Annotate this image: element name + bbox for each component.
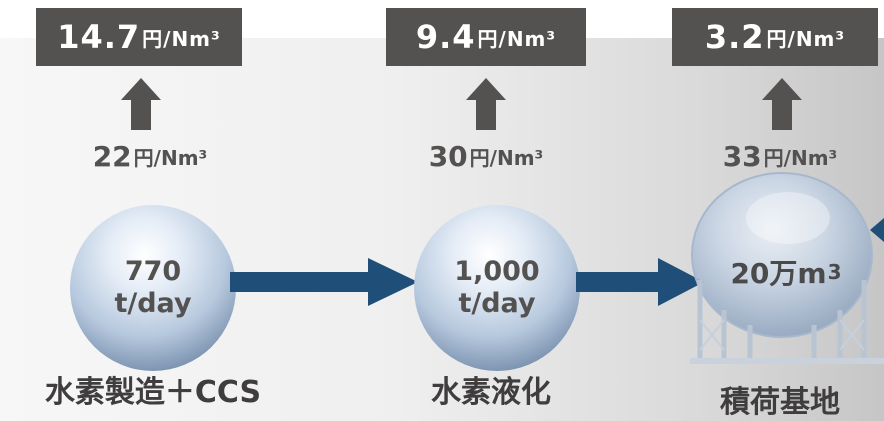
arrow-up-icon [466, 78, 506, 130]
current-cost-unit-3: 円/Nm³ [763, 145, 838, 170]
target-cost-unit-2: 円/Nm³ [477, 26, 557, 51]
target-cost-value-2: 9.4 [415, 18, 476, 56]
capacity-unit-1: t/day [114, 288, 192, 319]
stage-label-2: 水素液化 [431, 375, 551, 410]
arrow-up-icon [121, 78, 161, 130]
flow-arrow-icon [576, 258, 704, 306]
current-cost-value-3: 33 [722, 139, 762, 173]
stage-label-3: 積荷基地 [720, 385, 840, 420]
arrow-up-icon [762, 78, 802, 130]
target-cost-unit-1: 円/Nm³ [142, 26, 221, 51]
capacity-unit-2: t/day [458, 288, 536, 319]
current-cost-unit-1: 円/Nm³ [133, 145, 208, 170]
target-cost-value-1: 14.7 [57, 18, 141, 56]
current-cost-value-2: 30 [428, 139, 468, 173]
current-cost-value-1: 22 [92, 139, 132, 173]
flow-arrow-icon [230, 258, 418, 306]
capacity-circle-1: 770 t/day [70, 205, 236, 371]
target-cost-unit-3: 円/Nm³ [766, 26, 846, 51]
capacity-value-1: 770 [124, 255, 182, 287]
stage-label-1: 水素製造＋CCS [44, 375, 262, 410]
storage-tank-icon [690, 172, 884, 364]
capacity-sup-3: 3 [827, 260, 842, 284]
capacity-circle-2: 1,000 t/day [414, 205, 580, 371]
capacity-value-3: 20万m [730, 257, 827, 290]
target-cost-value-3: 3.2 [704, 18, 765, 56]
capacity-value-2: 1,000 [454, 255, 540, 287]
current-cost-unit-2: 円/Nm³ [469, 145, 544, 170]
